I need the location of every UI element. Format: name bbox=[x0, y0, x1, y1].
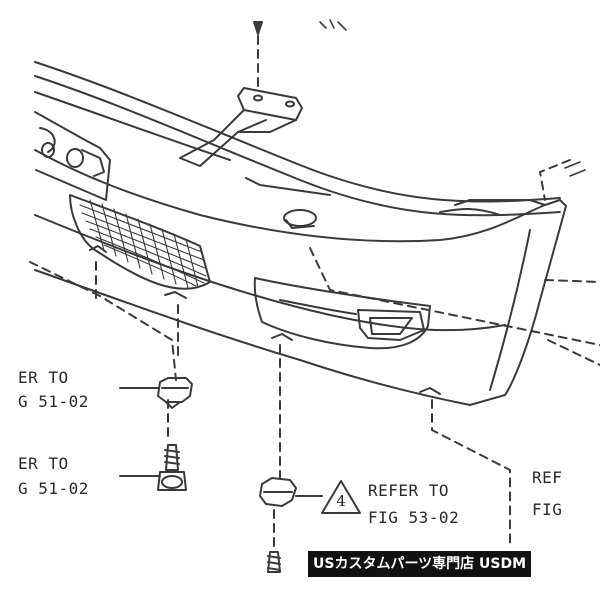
callout-center-line2: FIG 53-02 bbox=[368, 508, 460, 527]
push-clip-left bbox=[119, 377, 193, 409]
screw-left bbox=[119, 444, 187, 491]
screw-center bbox=[267, 551, 281, 573]
bumper-face bbox=[34, 149, 567, 406]
callout-center-line1: REFER TO bbox=[368, 481, 450, 500]
callout-right-line1: REF bbox=[532, 468, 563, 487]
top-clip bbox=[253, 21, 263, 91]
bumper-top-edge bbox=[34, 61, 561, 217]
cropped-label-top bbox=[319, 19, 347, 31]
callout-number: 4 bbox=[336, 492, 346, 510]
push-clip-center bbox=[259, 477, 361, 514]
callout-left-lower-line2: G 51-02 bbox=[18, 479, 89, 498]
lower-grille bbox=[69, 194, 211, 290]
callout-right-line2: FIG bbox=[532, 500, 563, 519]
plate-bracket bbox=[34, 111, 111, 201]
callout-left-lower-line1: ER TO bbox=[18, 454, 69, 473]
clip-tab-center bbox=[271, 333, 293, 341]
clip-tab-right bbox=[419, 387, 441, 395]
cropped-fragment-right bbox=[564, 161, 586, 177]
center-bracket bbox=[179, 87, 331, 196]
fog-lamp-opening bbox=[253, 277, 431, 350]
callout-left-upper-line1: ER TO bbox=[18, 368, 69, 387]
callout-left-upper-line2: G 51-02 bbox=[18, 392, 89, 411]
clip-tab-mid bbox=[164, 291, 187, 299]
shop-banner: USカスタムパーツ専門店 USDM bbox=[308, 551, 532, 577]
clip-tab-left bbox=[89, 245, 107, 253]
dashed-leaders bbox=[29, 159, 600, 549]
callout-number-triangle bbox=[321, 480, 361, 514]
